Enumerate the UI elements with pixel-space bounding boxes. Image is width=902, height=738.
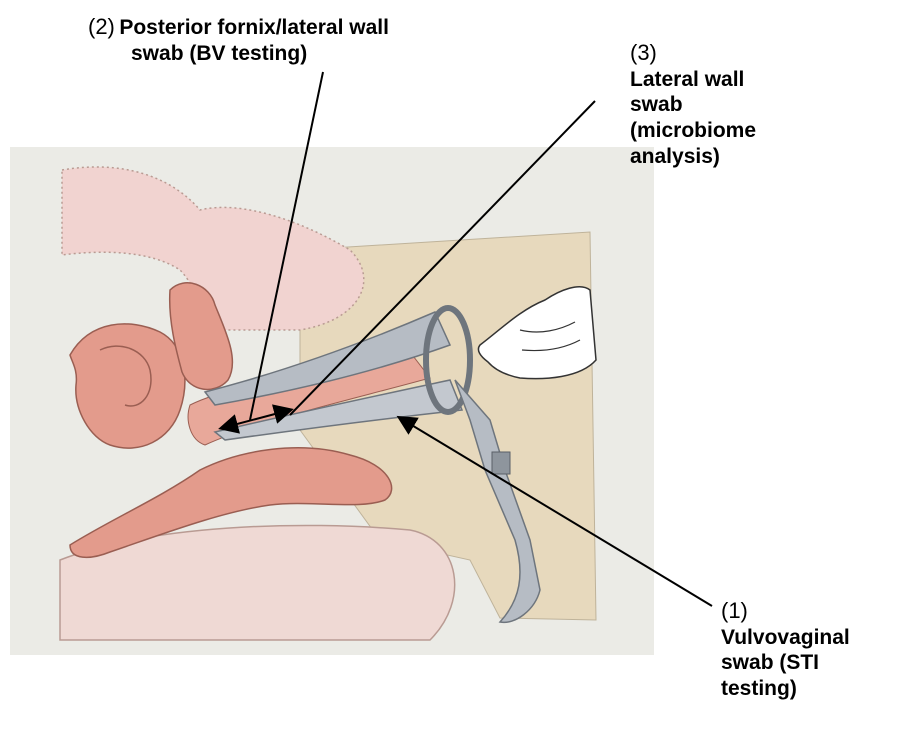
label-3-number: (3) (630, 40, 756, 67)
label-1-number: (1) (721, 598, 850, 625)
speculum-screw (492, 452, 510, 474)
label-2-line1: Posterior fornix/lateral wall (119, 16, 389, 39)
label-1-line3: testing) (721, 676, 850, 702)
label-lateral-wall-swab: (3) Lateral wall swab (microbiome analys… (630, 40, 756, 169)
label-2-number: (2) (88, 14, 115, 39)
label-1-line2: swab (STI (721, 650, 850, 676)
label-2-line2: swab (BV testing) (131, 41, 389, 67)
label-1-line1: Vulvovaginal (721, 625, 850, 651)
label-3-line2: swab (630, 92, 756, 118)
label-3-line1: Lateral wall (630, 67, 756, 93)
label-3-line4: analysis) (630, 144, 756, 170)
label-vulvovaginal-swab: (1) Vulvovaginal swab (STI testing) (721, 598, 850, 702)
label-posterior-fornix-swab: (2) Posterior fornix/lateral wall swab (… (88, 14, 389, 66)
label-3-line3: (microbiome (630, 118, 756, 144)
